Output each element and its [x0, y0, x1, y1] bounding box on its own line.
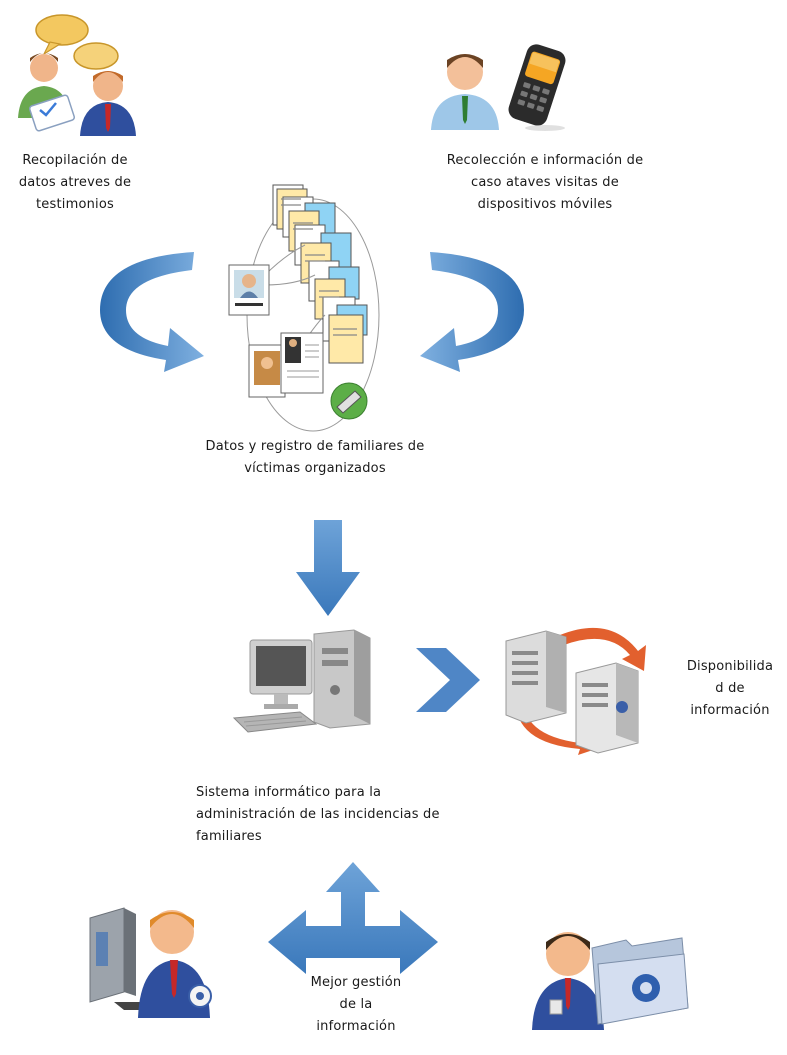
- label-gestion: Mejor gestión de la información: [310, 975, 402, 1034]
- label-disponibilidad: Disponibilida d de información: [686, 659, 774, 718]
- person-with-mobile-phone-icon: [431, 44, 566, 131]
- chevron-right-icon: [416, 648, 480, 712]
- curved-arrow-left-icon: [100, 252, 204, 372]
- person-at-computer-icon: [89, 907, 212, 1018]
- label-registro: Datos y registro de familiares de víctim…: [205, 439, 425, 476]
- label-sistema: Sistema informático para la administraci…: [196, 785, 440, 844]
- three-way-arrow-icon: [268, 862, 438, 974]
- desktop-computer-icon: [232, 629, 371, 733]
- label-testimonios: Recopilación de datos atreves de testimo…: [18, 153, 132, 212]
- curved-arrow-right-icon: [420, 252, 524, 372]
- synchronized-servers-icon: [505, 627, 646, 755]
- arrow-down-icon: [296, 520, 360, 616]
- person-with-folder-icon: [532, 932, 689, 1030]
- people-talking-icon: [18, 14, 136, 136]
- label-moviles: Recolección e información de caso ataves…: [446, 153, 644, 212]
- organized-documents-records-icon: [228, 184, 380, 432]
